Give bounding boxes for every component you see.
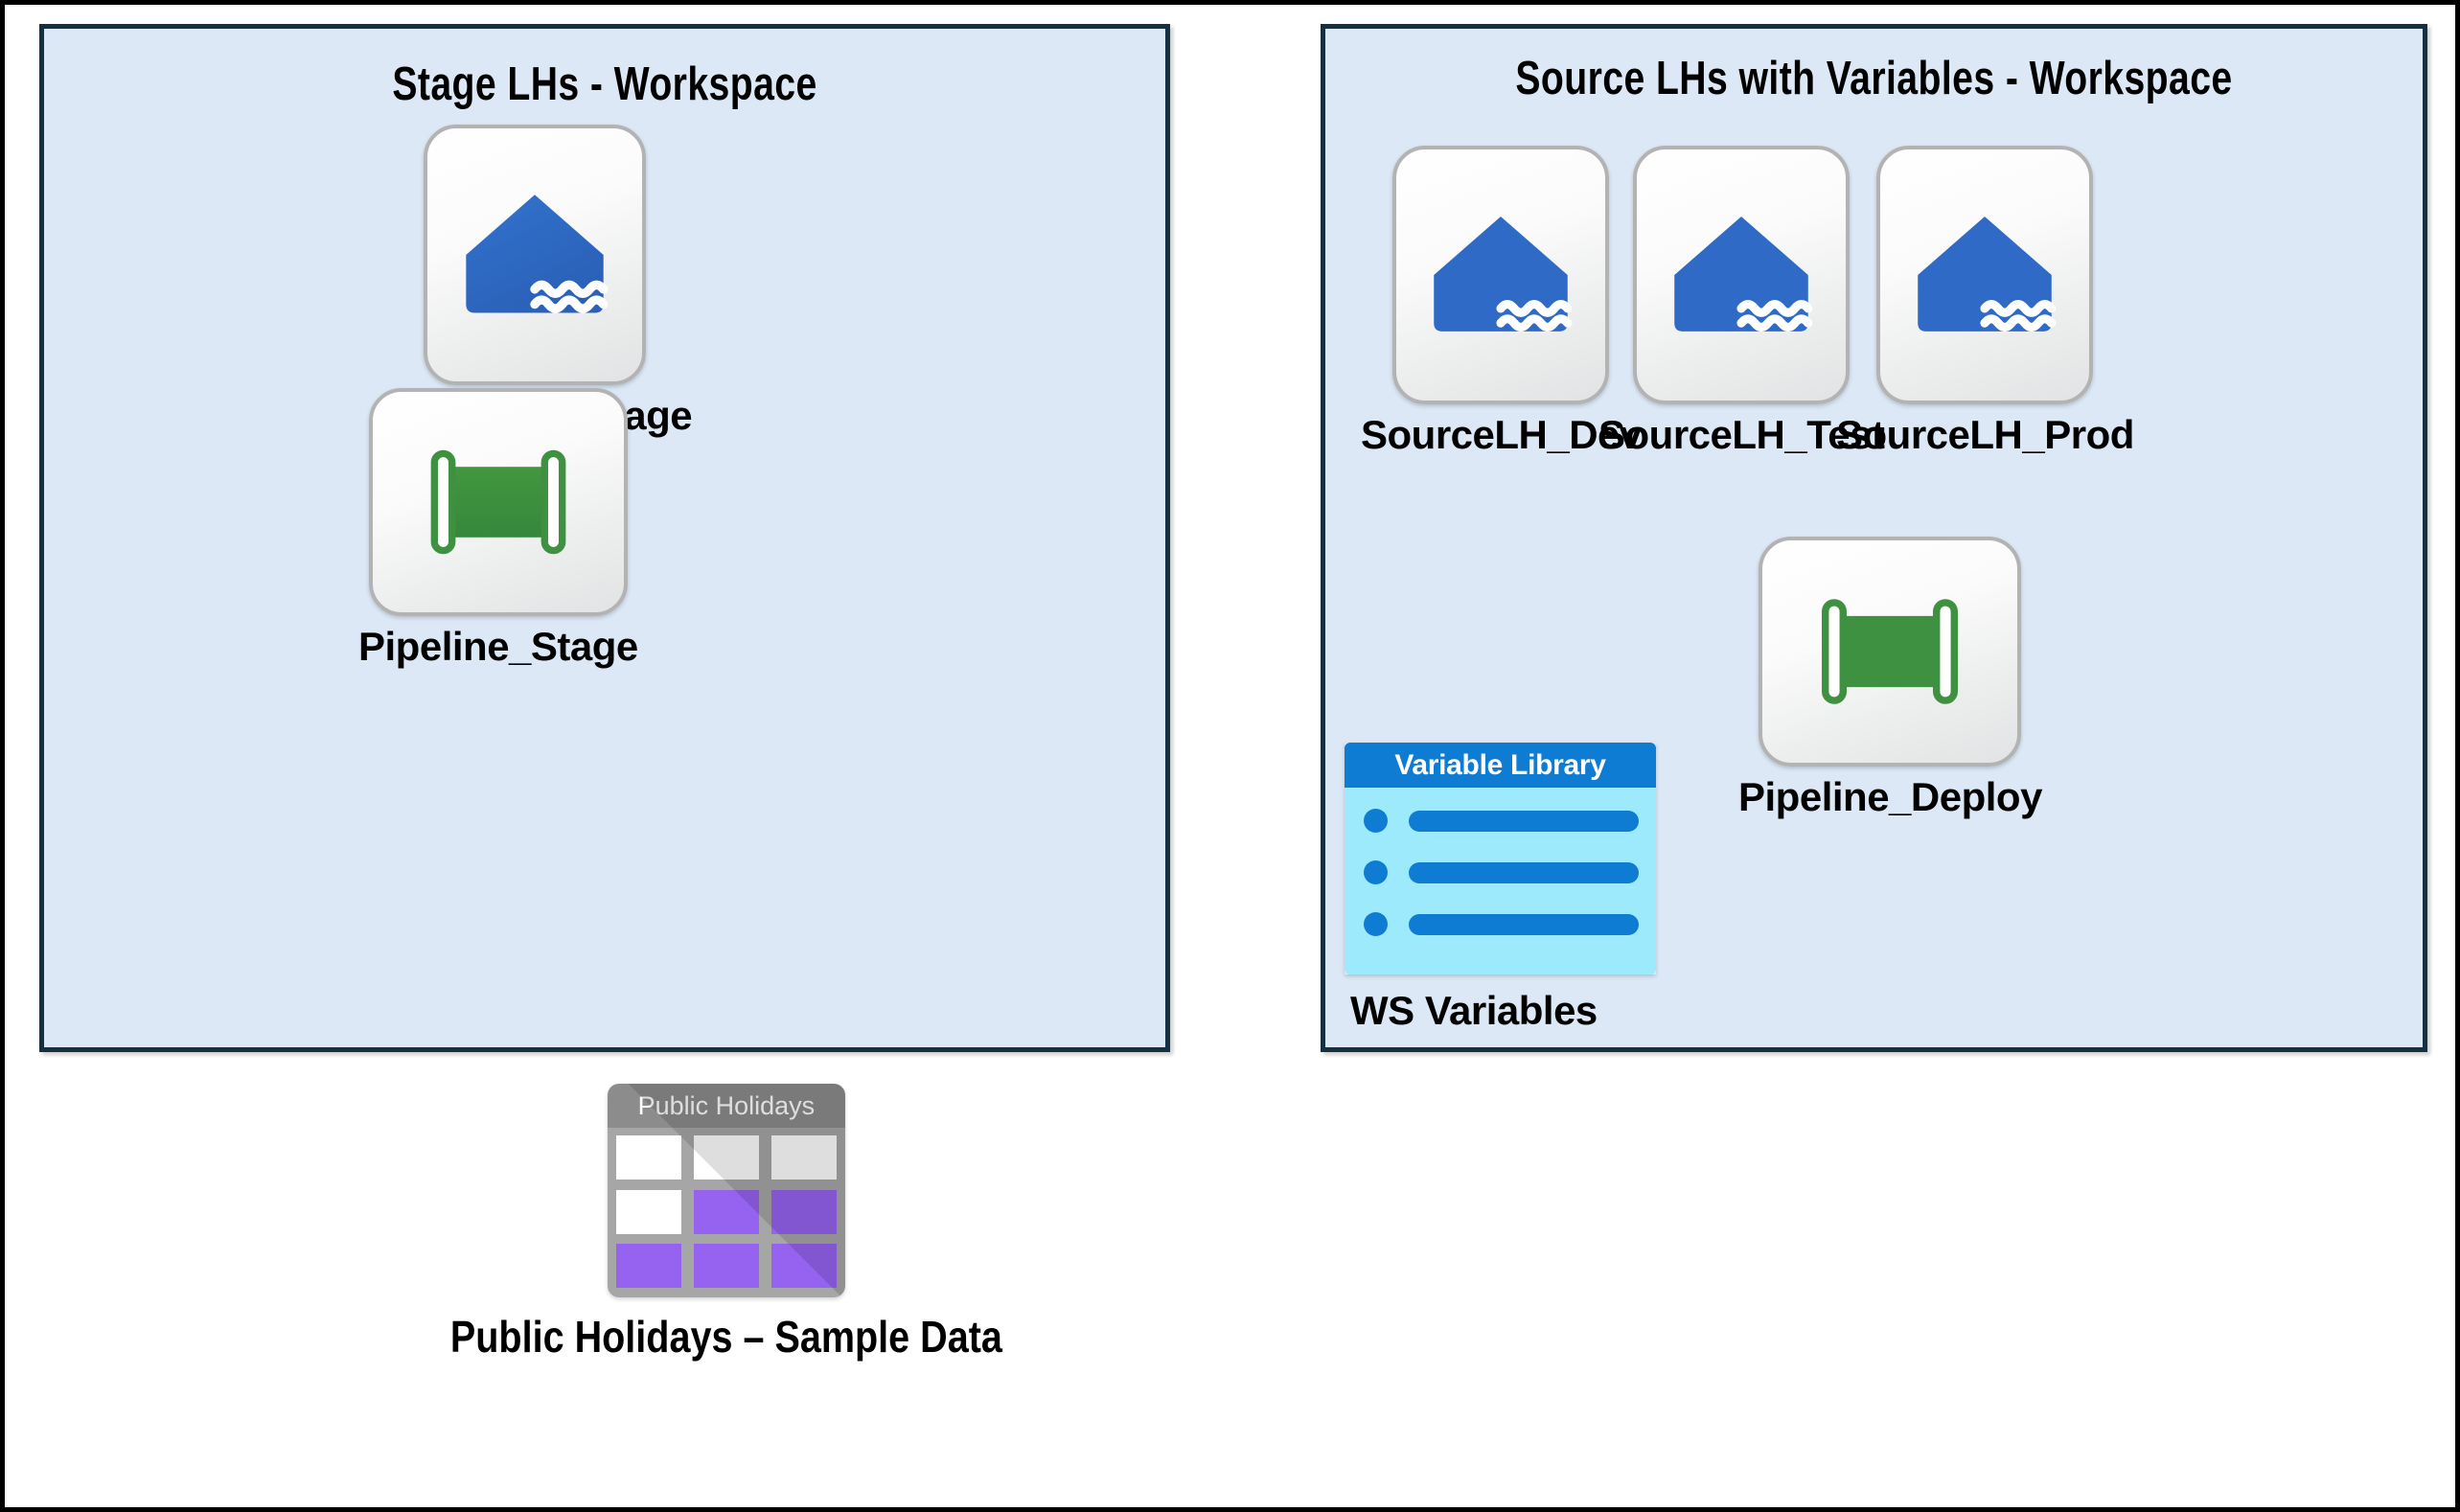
table-header-label: Public Holidays	[637, 1090, 816, 1120]
panel-title-source: Source LHs with Variables - Workspace	[1515, 53, 2233, 104]
table-header: Public Holidays	[607, 1084, 845, 1128]
node-label-pipeline-deploy: Pipeline_Deploy	[1738, 774, 2042, 819]
workspace-panel-stage: Stage LHs - Workspace	[39, 24, 1170, 1052]
table-cell	[615, 1189, 681, 1234]
node-pipeline-deploy[interactable]: Pipeline_Deploy	[1738, 537, 2042, 820]
table-cell	[693, 1135, 759, 1180]
variable-bar	[1409, 810, 1639, 832]
table-cell	[770, 1189, 837, 1234]
variable-row	[1364, 912, 1639, 936]
variable-library-title: Variable Library	[1394, 748, 1606, 781]
node-sourcelh-dev[interactable]: SourceLH_Dev	[1361, 146, 1642, 458]
table-cell	[693, 1189, 759, 1234]
bullet-icon	[1364, 860, 1388, 884]
bullet-icon	[1364, 809, 1388, 833]
table-body	[607, 1128, 845, 1297]
lakehouse-icon	[1876, 146, 2094, 404]
lakehouse-icon	[1392, 146, 1610, 404]
table-icon: Public Holidays	[607, 1084, 845, 1297]
pipeline-icon	[1759, 537, 2022, 767]
variable-library-body	[1345, 788, 1656, 974]
table-cell	[615, 1244, 681, 1288]
lakehouse-icon	[1633, 146, 1851, 404]
bullet-icon	[1364, 912, 1388, 936]
variable-bar	[1409, 861, 1639, 883]
variable-library-header: Variable Library	[1345, 743, 1656, 788]
variable-row	[1364, 860, 1639, 884]
variable-bar	[1409, 913, 1639, 935]
caption-public-holidays: Public Holidays – Sample Data	[449, 1312, 1002, 1362]
workspace-panel-source: Source LHs with Variables - Workspace So…	[1321, 24, 2427, 1052]
table-cell	[770, 1135, 837, 1180]
node-public-holidays[interactable]: Public Holidays	[405, 1084, 1047, 1363]
node-sourcelh-prod[interactable]: SourceLH_Prod	[1836, 146, 2134, 458]
node-label-sourcelh-dev: SourceLH_Dev	[1361, 412, 1642, 457]
node-sourcelh-test[interactable]: SourceLH_Test	[1598, 146, 1885, 458]
node-sourcelh-stage[interactable]: SourceLH_Stage	[377, 125, 693, 439]
table-cell	[693, 1244, 759, 1288]
table-cell	[615, 1135, 681, 1180]
table-row	[615, 1189, 837, 1234]
table-cell	[770, 1244, 837, 1288]
table-row	[615, 1135, 837, 1180]
pipeline-icon	[368, 388, 628, 616]
node-label-sourcelh-test: SourceLH_Test	[1598, 412, 1885, 457]
node-label-ws-variables: WS Variables	[1350, 988, 1598, 1033]
node-label-sourcelh-prod: SourceLH_Prod	[1836, 412, 2134, 457]
node-label-pipeline-stage: Pipeline_Stage	[358, 624, 638, 669]
lakehouse-icon	[423, 125, 646, 385]
panel-title-stage: Stage LHs - Workspace	[392, 58, 817, 110]
variable-library-icon: Variable Library	[1345, 743, 1656, 974]
variable-row	[1364, 809, 1639, 833]
node-ws-variables[interactable]: Variable Library	[1345, 743, 1656, 1034]
table-row	[615, 1244, 837, 1288]
node-pipeline-stage[interactable]: Pipeline_Stage	[358, 388, 638, 670]
